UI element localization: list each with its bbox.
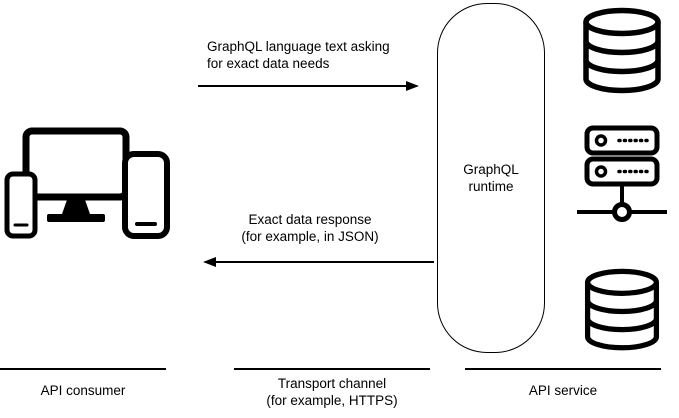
response-text-line1: Exact data response	[248, 212, 372, 227]
transport-rule	[234, 368, 430, 370]
runtime-label-line1: GraphQL	[463, 162, 519, 177]
request-annotation: GraphQL language text asking for exact d…	[207, 38, 407, 72]
response-text-line2: (for example, in JSON)	[241, 229, 379, 244]
runtime-label-line2: runtime	[468, 179, 514, 194]
service-label: API service	[528, 383, 598, 398]
database-icon-bottom	[584, 268, 660, 351]
consumer-label: API consumer	[40, 383, 126, 398]
transport-label-line2: (for example, HTTPS)	[266, 393, 398, 408]
left-arrow-icon	[203, 257, 434, 267]
request-text-line1: GraphQL language text asking	[207, 39, 390, 54]
client-devices-icon	[4, 127, 170, 239]
request-text-line2: for exact data needs	[207, 56, 330, 71]
response-annotation: Exact data response (for example, in JSO…	[215, 211, 405, 245]
transport-label-line1: Transport channel	[277, 376, 387, 391]
database-icon-top	[583, 7, 661, 94]
network-server-icon	[577, 125, 667, 222]
consumer-rule	[0, 368, 166, 370]
transport-label: Transport channel (for example, HTTPS)	[234, 375, 430, 409]
service-rule	[465, 368, 661, 370]
graphql-runtime-box: GraphQL runtime	[437, 3, 545, 353]
runtime-label: GraphQL runtime	[463, 161, 519, 195]
right-arrow-icon	[198, 81, 419, 91]
